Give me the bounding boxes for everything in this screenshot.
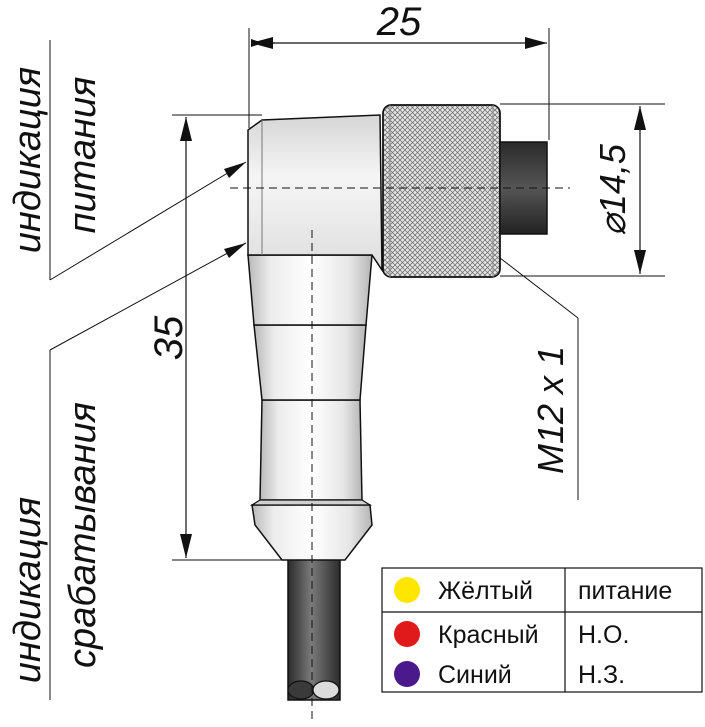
legend-color-name: Синий xyxy=(438,661,512,689)
blue-dot xyxy=(394,661,420,687)
legend-meaning: Н.З. xyxy=(578,661,625,689)
legend-color-name: Красный xyxy=(438,621,539,649)
power-indication-line1: индикация xyxy=(7,67,49,253)
legend-table: Жёлтый питание Красный Н.О. Синий Н.З. xyxy=(381,567,703,693)
trigger-indication-line1: индикация xyxy=(7,497,49,683)
legend-meaning: Н.О. xyxy=(578,621,629,649)
power-indication-label: индикация питания xyxy=(7,40,247,281)
legend-color-name: Жёлтый xyxy=(438,577,533,605)
red-dot xyxy=(394,621,420,647)
dimension-diameter-text: ⌀14,5 xyxy=(592,143,633,236)
yellow-dot xyxy=(394,577,420,603)
power-indication-line2: питания xyxy=(62,77,104,234)
trigger-indication-line2: срабатывания xyxy=(62,402,104,668)
dimension-height: 35 xyxy=(147,114,282,561)
dimension-width: 25 xyxy=(248,0,550,140)
connector-body xyxy=(247,114,383,561)
legend-row-yellow: Жёлтый питание xyxy=(394,577,672,605)
knurled-nut xyxy=(382,104,501,278)
cable xyxy=(287,554,341,701)
dimension-thread-text: M12 x 1 xyxy=(530,346,571,474)
center-lines xyxy=(230,187,570,720)
legend-meaning: питание xyxy=(578,577,672,605)
trigger-indication-label: индикация срабатывания xyxy=(7,242,247,700)
legend-row-red: Красный Н.О. xyxy=(394,621,629,649)
dimension-width-text: 25 xyxy=(376,0,422,44)
legend-row-blue: Синий Н.З. xyxy=(394,661,625,689)
dimension-diameter: ⌀14,5 xyxy=(500,103,665,277)
dimension-height-text: 35 xyxy=(147,315,191,360)
dimension-thread: M12 x 1 xyxy=(499,257,579,500)
